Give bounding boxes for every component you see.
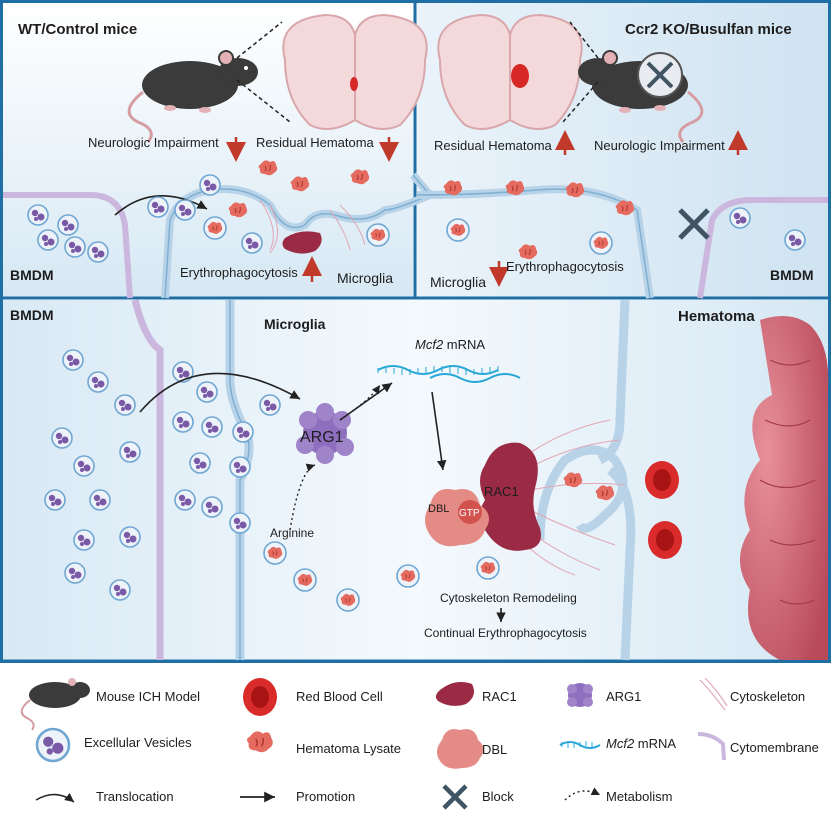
wt-title: WT/Control mice — [18, 21, 137, 38]
arg1-label: ARG1 — [300, 429, 344, 446]
gtp-molecule — [458, 500, 482, 524]
ko-title: Ccr2 KO/Busulfan mice — [625, 21, 792, 38]
ko-microglia-label: Microglia — [430, 274, 486, 290]
wt-brain-icon — [282, 13, 428, 130]
wt-microglia-label: Microglia — [337, 270, 393, 286]
legend-cytomembrane-label: Cytomembrane — [730, 740, 819, 755]
legend-cytoskeleton-icon — [699, 677, 728, 711]
wt-rac1 — [282, 231, 322, 254]
legend-arg1-icon — [567, 683, 593, 707]
wt-neuro-label: Neurologic Impairment — [88, 135, 219, 150]
gtp-label: GTP — [459, 508, 480, 519]
dbl-label: DBL — [428, 503, 449, 515]
legend-metabolism-label: Metabolism — [606, 789, 673, 804]
rac1-label: RAC1 — [484, 484, 519, 499]
ko-hematoma-label: Residual Hematoma — [434, 138, 553, 153]
legend-dbl-icon — [436, 729, 484, 769]
legend-lysate-label: Hematoma Lysate — [296, 741, 402, 756]
legend-rac1-label: RAC1 — [482, 689, 517, 704]
mcf2-mrna-label: Mcf2 mRNA — [415, 337, 485, 352]
main-hematoma-label: Hematoma — [678, 308, 755, 325]
mcf2-mrna-strand — [377, 365, 521, 383]
arginine-metabolism-arrow — [289, 463, 316, 531]
legend-mouse-icon — [20, 678, 90, 731]
legend-block-label: Block — [482, 789, 514, 804]
legend-translocation-icon — [35, 792, 75, 803]
arg1-protein — [296, 403, 354, 464]
hematoma-mass — [740, 316, 829, 660]
wt-hematoma-label: Residual Hematoma — [256, 135, 375, 150]
legend-vesicle-icon — [35, 727, 71, 763]
ko-erythro-label: Erythrophagocytosis — [506, 259, 624, 274]
legend-cytoskeleton-label: Cytoskeleton — [730, 689, 806, 704]
legend-mouse-label: Mouse ICH Model — [96, 689, 201, 704]
mrna-promotion-arrow — [431, 391, 447, 471]
main-panel-bg — [3, 300, 828, 660]
legend-dbl-label: DBL — [482, 742, 508, 757]
legend-cytomembrane-icon — [697, 732, 726, 761]
wt-erythro-label: Erythrophagocytosis — [180, 265, 298, 280]
legend-metabolism-icon — [564, 787, 601, 801]
legend-translocation-label: Translocation — [96, 789, 174, 804]
legend-mcf2-label: Mcf2 mRNA — [606, 736, 677, 751]
legend-promotion-label: Promotion — [296, 789, 356, 804]
legend-arg1-label: ARG1 — [606, 689, 642, 704]
legend-mrna-icon — [559, 741, 601, 749]
arginine-label: Arginine — [270, 526, 314, 540]
legend-block-icon — [442, 784, 468, 810]
cytoskeleton-remodeling-label: Cytoskeleton Remodeling — [440, 591, 577, 605]
legend-rac1-icon — [435, 682, 474, 706]
ko-mouse-icon — [578, 50, 704, 143]
wt-bmdm-label: BMDM — [10, 267, 54, 283]
legend-lysate-icon — [246, 730, 274, 753]
main-translocation-arrow — [139, 372, 301, 413]
main-microglia-label: Microglia — [264, 316, 326, 332]
continual-erythro-label: Continual Erythrophagocytosis — [424, 626, 587, 640]
rac1-protein — [480, 442, 541, 551]
legend-rbc-label: Red Blood Cell — [296, 689, 383, 704]
main-bmdm-label: BMDM — [10, 307, 54, 323]
wt-mouse-icon — [127, 50, 258, 143]
ko-block-icon — [678, 208, 710, 240]
legend-rbc-icon — [243, 678, 277, 716]
ko-bmdm-label: BMDM — [770, 267, 814, 283]
wt-translocation-arrow — [114, 195, 208, 216]
ko-neuro-label: Neurologic Impairment — [594, 138, 725, 153]
legend-vesicles-label: Excellular Vesicles — [84, 735, 192, 750]
ko-brain-icon — [437, 13, 583, 130]
